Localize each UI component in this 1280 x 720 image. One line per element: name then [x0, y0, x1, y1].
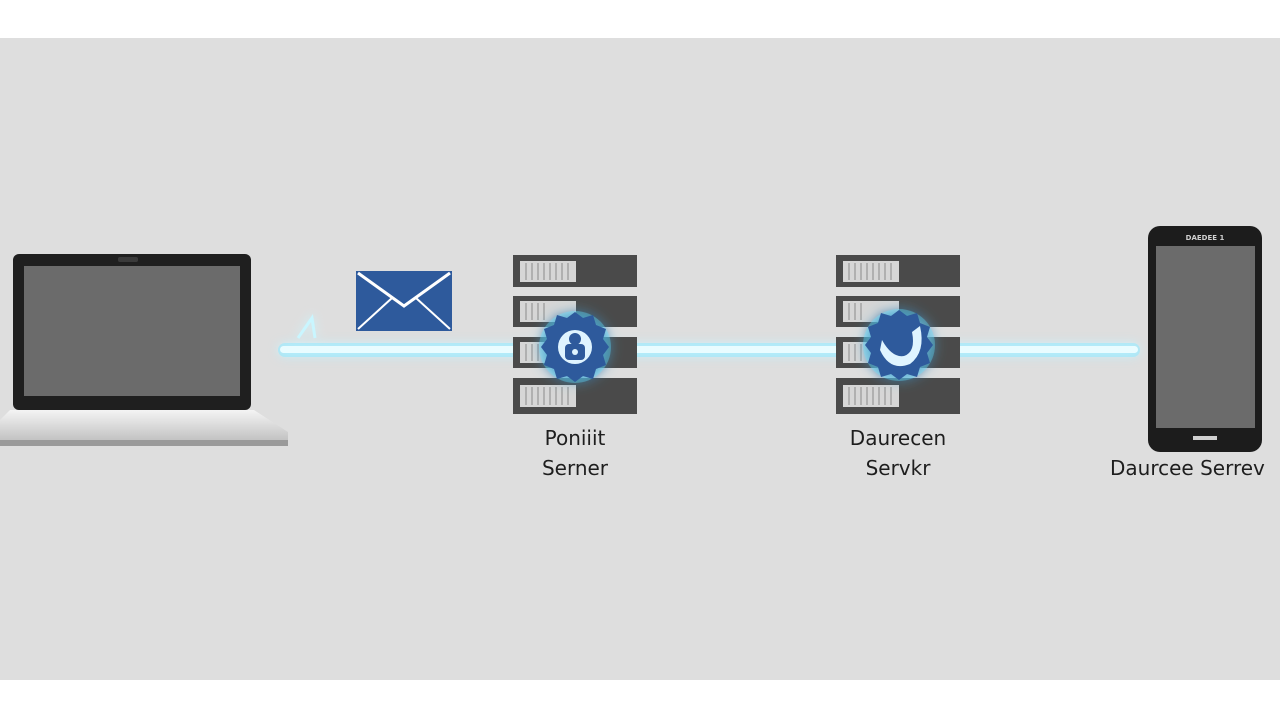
- proxy-server-label: Poniiit Serner: [541, 426, 609, 480]
- gear-lock-icon: [539, 311, 611, 383]
- destination-server-label: Daurecen Servkr: [849, 426, 947, 480]
- smartphone-icon: [1148, 226, 1262, 452]
- envelope-icon: [356, 271, 452, 331]
- laptop-icon: [0, 254, 288, 446]
- phone-label: Daurcee Serrev: [1110, 456, 1265, 480]
- phone-brand-text: DAEDEE 1: [1186, 234, 1225, 242]
- gear-shield-icon: [863, 309, 935, 381]
